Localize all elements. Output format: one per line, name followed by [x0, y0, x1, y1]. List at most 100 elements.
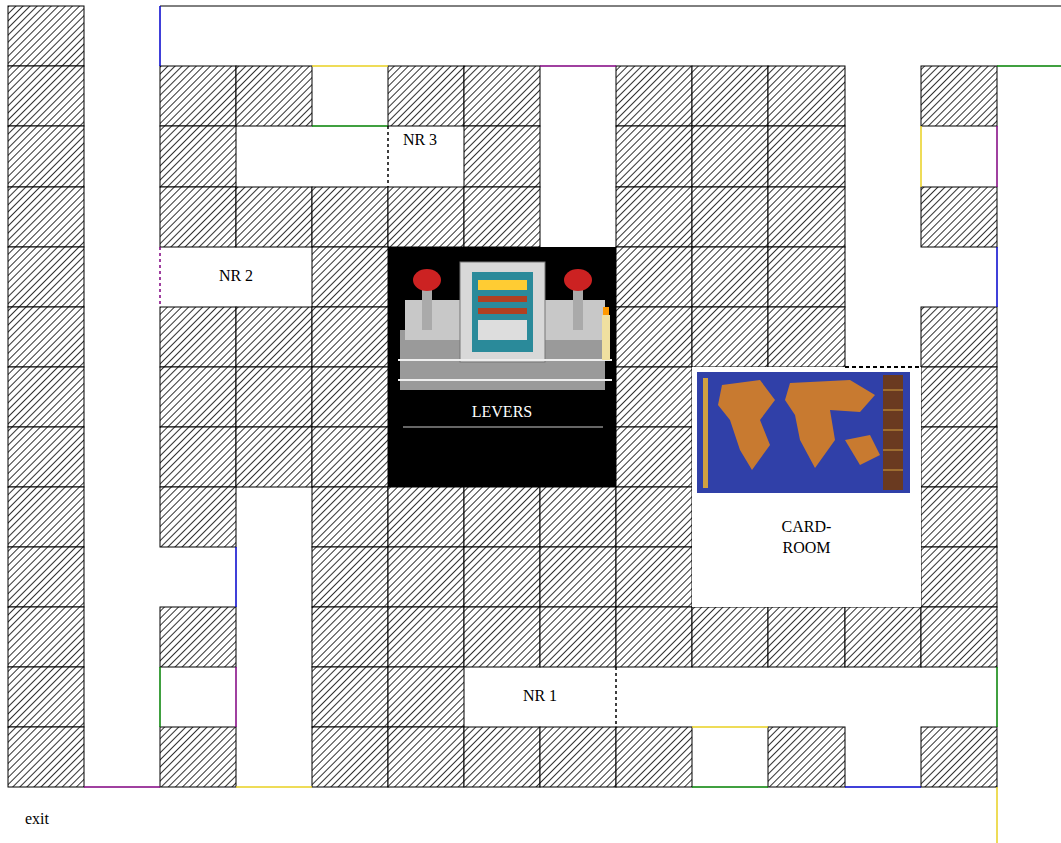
wall-cell — [8, 427, 84, 487]
wall-cell — [692, 66, 768, 126]
wall-cell — [616, 487, 692, 547]
wall-cell — [540, 487, 616, 547]
wall-cell — [616, 727, 692, 787]
wall-cell — [388, 607, 464, 667]
wall-cell — [8, 607, 84, 667]
wall-cell — [8, 307, 84, 367]
wall-cell — [616, 66, 692, 126]
wall-cell — [160, 307, 236, 367]
wall-cell — [236, 367, 312, 427]
wall-cell — [616, 247, 692, 307]
hatched-walls — [8, 6, 997, 787]
wall-cell — [921, 187, 997, 247]
wall-cell — [8, 126, 84, 187]
wall-cell — [8, 187, 84, 247]
card-room-illustration — [692, 367, 921, 607]
wall-cell — [236, 187, 312, 247]
wall-cell — [160, 427, 236, 487]
wall-cell — [388, 547, 464, 607]
wall-cell — [921, 307, 997, 367]
wall-cell — [921, 427, 997, 487]
room-name: CARD- ROOM — [772, 517, 842, 559]
wall-cell — [616, 187, 692, 247]
wall-cell — [388, 487, 464, 547]
wall-cell — [8, 66, 84, 126]
wall-cell — [160, 487, 236, 547]
wall-cell — [921, 547, 997, 607]
wall-cell — [8, 6, 84, 66]
card-room: CARD- ROOM — [692, 367, 921, 607]
wall-cell — [236, 66, 312, 126]
wall-cell — [8, 667, 84, 727]
wall-cell — [8, 547, 84, 607]
wall-cell — [464, 66, 540, 126]
wall-cell — [616, 547, 692, 607]
wall-cell — [464, 727, 540, 787]
wall-cell — [8, 367, 84, 427]
wall-cell — [540, 607, 616, 667]
wall-cell — [464, 547, 540, 607]
wall-cell — [692, 126, 768, 187]
wall-cell — [388, 187, 464, 247]
wall-cell — [312, 187, 388, 247]
wall-cell — [921, 607, 997, 667]
wall-cell — [768, 307, 845, 367]
wall-cell — [160, 66, 236, 126]
wall-cell — [236, 427, 312, 487]
wall-cell — [616, 367, 692, 427]
door-lines — [84, 6, 1061, 843]
wall-cell — [768, 607, 845, 667]
wall-cell — [616, 607, 692, 667]
wall-cell — [312, 727, 388, 787]
wall-cell — [768, 126, 845, 187]
wall-cell — [464, 126, 540, 187]
wall-cell — [768, 247, 845, 307]
wall-cell — [921, 487, 997, 547]
wall-cell — [160, 187, 236, 247]
wall-cell — [160, 367, 236, 427]
wall-cell — [616, 126, 692, 187]
wall-cell — [8, 487, 84, 547]
room-number: NR 2 — [182, 266, 290, 287]
wall-cell — [236, 307, 312, 367]
wall-cell — [388, 727, 464, 787]
room-name: LEVERS — [402, 402, 602, 423]
wall-cell — [312, 547, 388, 607]
wall-cell — [616, 427, 692, 487]
exit-label: exit — [25, 809, 75, 830]
levers-illustration — [388, 247, 616, 487]
room-number: NR 1 — [480, 686, 600, 707]
wall-cell — [464, 607, 540, 667]
wall-cell — [768, 727, 845, 787]
wall-cell — [388, 66, 464, 126]
wall-cell — [464, 187, 540, 247]
wall-cell — [160, 607, 236, 667]
wall-cell — [921, 727, 997, 787]
wall-cell — [845, 607, 921, 667]
wall-cell — [312, 607, 388, 667]
wall-cell — [692, 307, 768, 367]
wall-cell — [8, 727, 84, 787]
wall-cell — [388, 667, 464, 727]
wall-cell — [921, 367, 997, 427]
levers-room: LEVERS — [388, 247, 616, 487]
wall-cell — [312, 247, 388, 307]
wall-cell — [540, 727, 616, 787]
wall-cell — [160, 126, 236, 187]
wall-cell — [768, 187, 845, 247]
wall-cell — [464, 487, 540, 547]
wall-cell — [312, 367, 388, 427]
wall-cell — [692, 187, 768, 247]
wall-cell — [692, 247, 768, 307]
wall-cell — [160, 727, 236, 787]
wall-cell — [312, 487, 388, 547]
wall-cell — [8, 247, 84, 307]
wall-cell — [312, 427, 388, 487]
room-number: NR 3 — [396, 130, 444, 151]
wall-cell — [692, 607, 768, 667]
wall-cell — [312, 667, 388, 727]
wall-cell — [768, 66, 845, 126]
wall-cell — [540, 547, 616, 607]
wall-cell — [921, 66, 997, 126]
